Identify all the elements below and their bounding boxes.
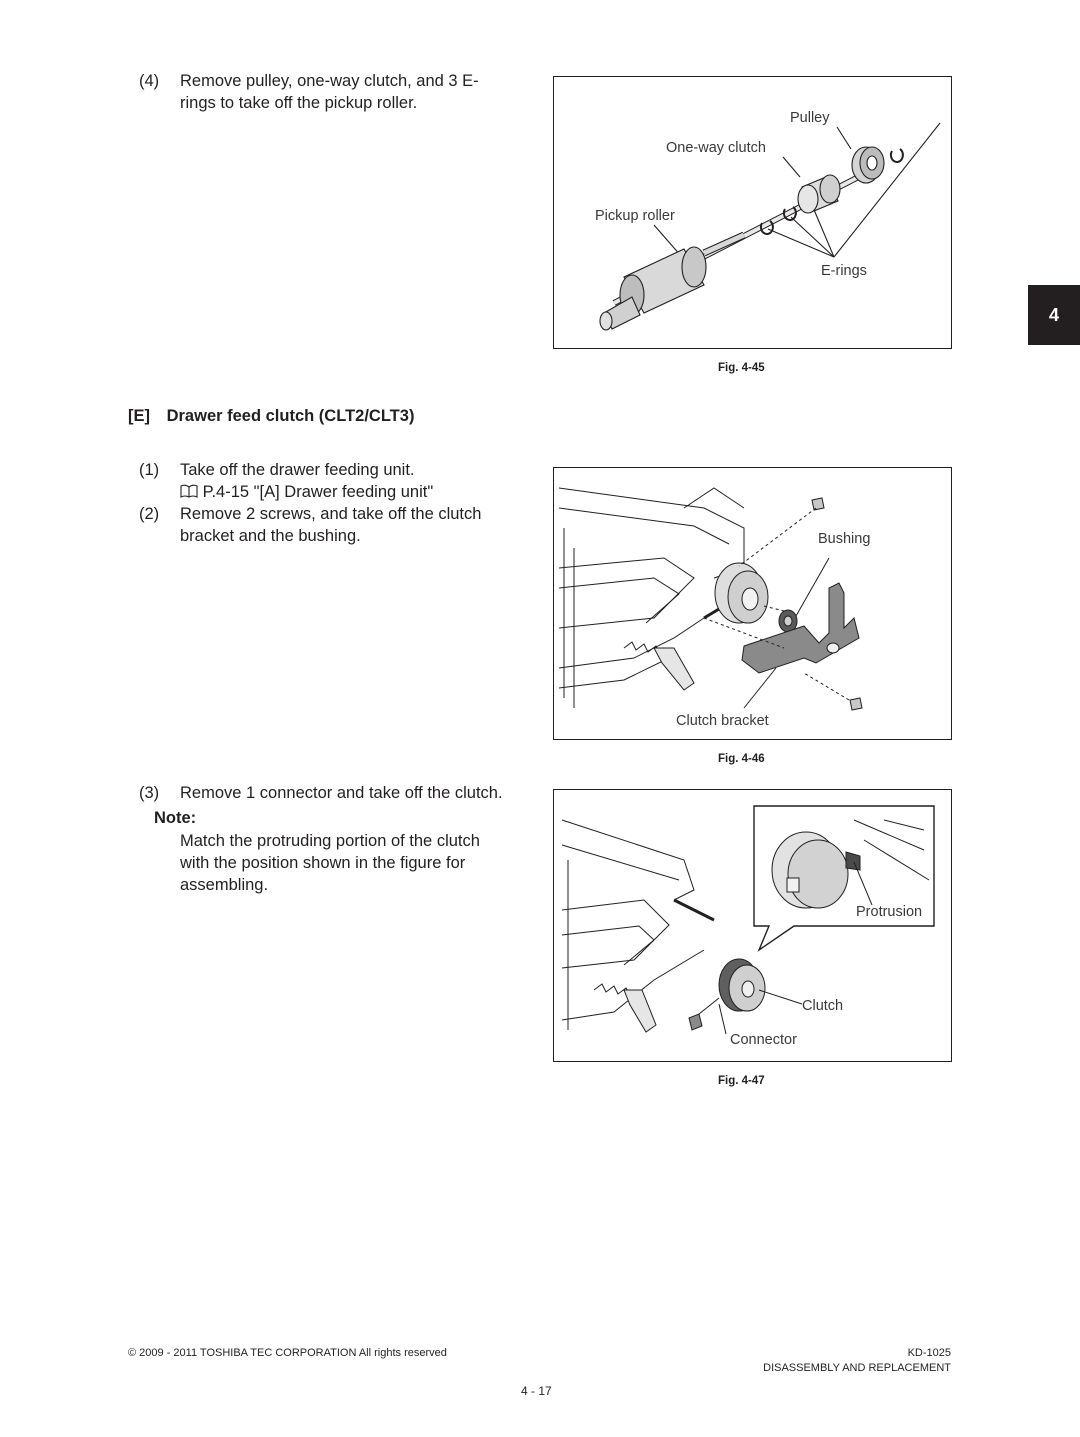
note-body: Match the protruding portion of the clut… (180, 830, 540, 896)
section-heading: [E] Drawer feed clutch (CLT2/CLT3) (128, 407, 414, 426)
page-number: 4 - 17 (521, 1384, 552, 1398)
step-text-line1: Remove pulley, one-way clutch, and 3 E- (180, 72, 479, 90)
pickup-roller-assembly-illustration (599, 122, 941, 331)
clutch-connector-illustration (561, 805, 935, 1035)
step-4: (4) Remove pulley, one-way clutch, and 3… (139, 70, 539, 114)
footer-copyright: © 2009 - 2011 TOSHIBA TEC CORPORATION Al… (128, 1347, 447, 1359)
figure-4-47: Protrusion Clutch Connector (553, 789, 952, 1062)
step-number: (4) (139, 72, 160, 90)
step-text-line2: rings to take off the pickup roller. (180, 94, 418, 112)
step-2: (2) Remove 2 screws, and take off the cl… (139, 503, 539, 547)
label-clutch-bracket: Clutch bracket (676, 713, 769, 729)
step-number: (3) (139, 784, 160, 802)
step-3: (3) Remove 1 connector and take off the … (139, 782, 559, 804)
label-e-rings: E-rings (821, 263, 867, 279)
label-clutch: Clutch (802, 998, 844, 1014)
step-1: (1) Take off the drawer feeding unit. P.… (139, 459, 539, 503)
reference-link[interactable]: P.4-15 "[A] Drawer feeding unit" (180, 481, 433, 503)
section-marker: [E] (128, 407, 150, 425)
footer-section: DISASSEMBLY AND REPLACEMENT (763, 1362, 951, 1374)
label-protrusion: Protrusion (856, 904, 923, 920)
step-text: Remove 1 connector and take off the clut… (180, 784, 503, 802)
step-number: (1) (139, 461, 160, 479)
label-connector: Connector (730, 1032, 797, 1048)
section-title: Drawer feed clutch (CLT2/CLT3) (166, 407, 415, 425)
step-number: (2) (139, 505, 160, 523)
step-text-line1: Remove 2 screws, and take off the clutch (180, 505, 482, 523)
clutch-bracket-illustration (558, 487, 863, 711)
step-text-line2: bracket and the bushing. (180, 527, 361, 545)
reference-text: P.4-15 "[A] Drawer feeding unit" (202, 483, 434, 501)
book-icon (180, 484, 198, 498)
figure-4-45: Pulley One-way clutch Pickup roller E-ri… (553, 76, 952, 349)
figure-caption: Fig. 4-46 (718, 753, 765, 765)
footer-model: KD-1025 (907, 1347, 951, 1359)
label-pickup-roller: Pickup roller (595, 208, 675, 224)
figure-caption: Fig. 4-45 (718, 362, 765, 374)
label-pulley: Pulley (790, 110, 830, 126)
label-one-way-clutch: One-way clutch (666, 140, 766, 156)
note-line2: with the position shown in the figure fo… (180, 854, 466, 872)
figure-caption: Fig. 4-47 (718, 1075, 765, 1087)
chapter-tab: 4 (1028, 285, 1080, 345)
figure-4-46: Bushing Clutch bracket (553, 467, 952, 740)
label-bushing: Bushing (818, 531, 871, 547)
note-title: Note: (154, 809, 197, 827)
step-text: Take off the drawer feeding unit. (180, 461, 415, 479)
note-line3: assembling. (180, 876, 269, 894)
note-line1: Match the protruding portion of the clut… (180, 832, 480, 850)
